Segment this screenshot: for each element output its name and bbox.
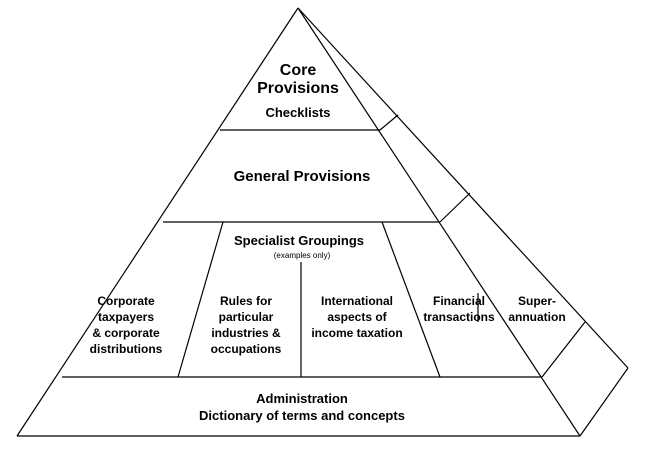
pyramid-outline <box>16 7 629 437</box>
segment-corporate-line: Corporate <box>97 294 155 308</box>
segment-superannuation: Super- annuation <box>508 294 565 324</box>
core-subtitle: Checklists <box>265 105 330 120</box>
segment-international-line: aspects of <box>327 310 387 324</box>
core-title-line1: Core <box>280 62 317 79</box>
base-line2: Dictionary of terms and concepts <box>199 408 405 423</box>
segment-superannuation-line: Super- <box>518 294 556 308</box>
base-line1: Administration <box>256 391 348 406</box>
segment-industries-line: industries & <box>211 326 281 340</box>
segment-corporate-line: distributions <box>90 342 163 356</box>
core-title-line2: Provisions <box>257 80 339 97</box>
segment-corporate-line: taxpayers <box>98 310 154 324</box>
segment-financial: Financial transactions <box>423 294 495 324</box>
general-title: General Provisions <box>234 168 371 185</box>
specialist-note: (examples only) <box>274 251 331 260</box>
segment-financial-line: transactions <box>423 310 495 324</box>
specialist-title: Specialist Groupings <box>234 233 364 248</box>
segment-industries-line: particular <box>219 310 274 324</box>
segment-industries: Rules for particular industries & occupa… <box>211 294 282 356</box>
segment-corporate: Corporate taxpayers & corporate distribu… <box>90 294 163 356</box>
segment-international-line: income taxation <box>311 326 402 340</box>
segment-financial-line: Financial <box>433 294 485 308</box>
side-face-dividers <box>379 114 586 378</box>
segment-international-line: International <box>321 294 393 308</box>
tier-dividers <box>62 129 542 378</box>
segment-industries-line: occupations <box>211 342 282 356</box>
segment-industries-line: Rules for <box>220 294 272 308</box>
segment-superannuation-line: annuation <box>508 310 565 324</box>
segment-international: International aspects of income taxation <box>311 294 402 340</box>
segment-dividers <box>177 221 479 378</box>
segment-corporate-line: & corporate <box>92 326 160 340</box>
